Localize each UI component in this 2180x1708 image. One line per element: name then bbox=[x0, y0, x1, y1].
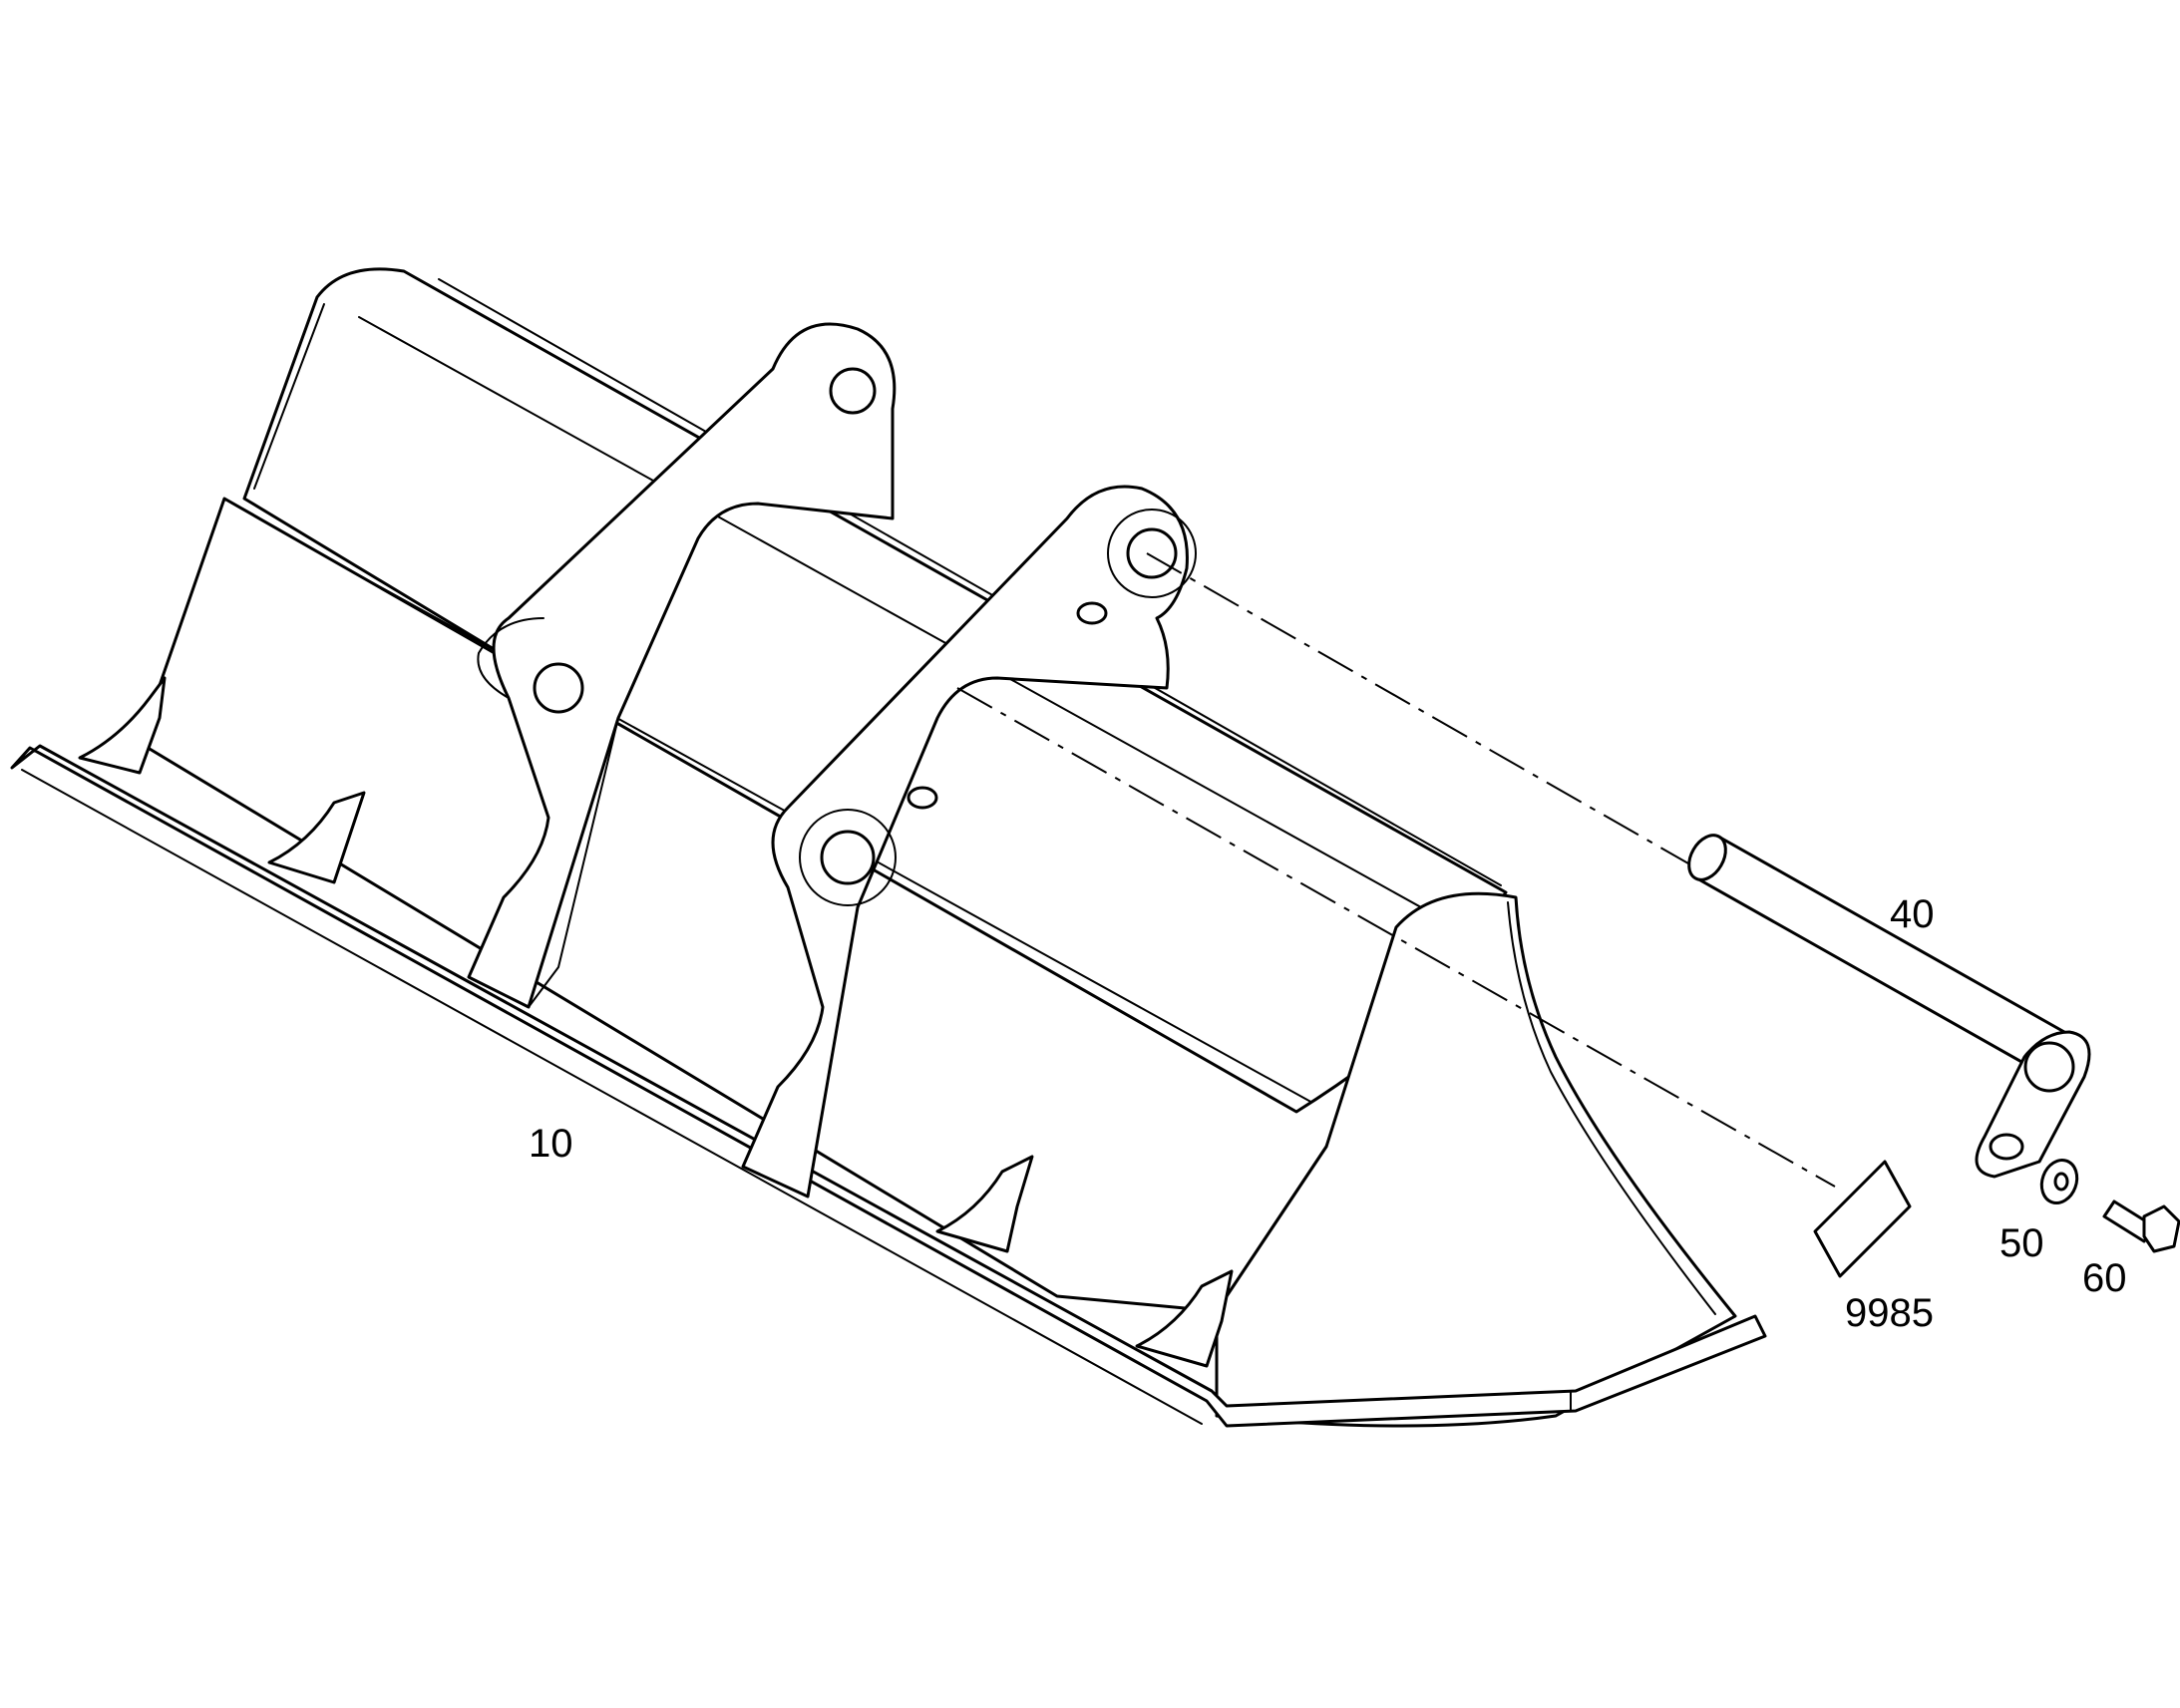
bucket-back-wall bbox=[242, 267, 1508, 1139]
bracket-right-lower-hole bbox=[820, 830, 876, 885]
bucket-cutting-edge bbox=[10, 744, 1767, 1428]
callout-60: 60 bbox=[2082, 1256, 2127, 1300]
bracket-left-lower-hole bbox=[533, 662, 584, 714]
mounting-bracket-right bbox=[741, 485, 1189, 1198]
callout-40: 40 bbox=[1890, 892, 1935, 936]
washer[interactable] bbox=[2036, 1156, 2083, 1208]
callout-9985: 9985 bbox=[1845, 1291, 1934, 1335]
bracket-left-upper-hole bbox=[829, 367, 877, 415]
grease-fitting-upper bbox=[1076, 601, 1108, 625]
decal-sticker[interactable] bbox=[1813, 1160, 1912, 1278]
pivot-pin[interactable] bbox=[1681, 829, 2091, 1179]
hex-bolt[interactable] bbox=[2102, 1199, 2180, 1253]
bucket-assembly[interactable] bbox=[10, 267, 1767, 1428]
bucket-side-plate bbox=[1215, 891, 1737, 1428]
grease-fitting-lower bbox=[907, 786, 938, 810]
mounting-bracket-left bbox=[467, 322, 897, 1009]
retainer-bolt-hole bbox=[1989, 1133, 2024, 1161]
floor-rib-4 bbox=[1135, 1269, 1234, 1368]
floor-rib-3 bbox=[935, 1155, 1034, 1253]
floor-rib-2 bbox=[267, 791, 366, 884]
assembly-centerlines bbox=[956, 552, 1836, 1188]
floor-rib-1 bbox=[78, 676, 167, 775]
bracket-right-upper-hole bbox=[1126, 527, 1178, 579]
callout-10: 10 bbox=[529, 1122, 573, 1166]
callout-50: 50 bbox=[1999, 1221, 2044, 1265]
